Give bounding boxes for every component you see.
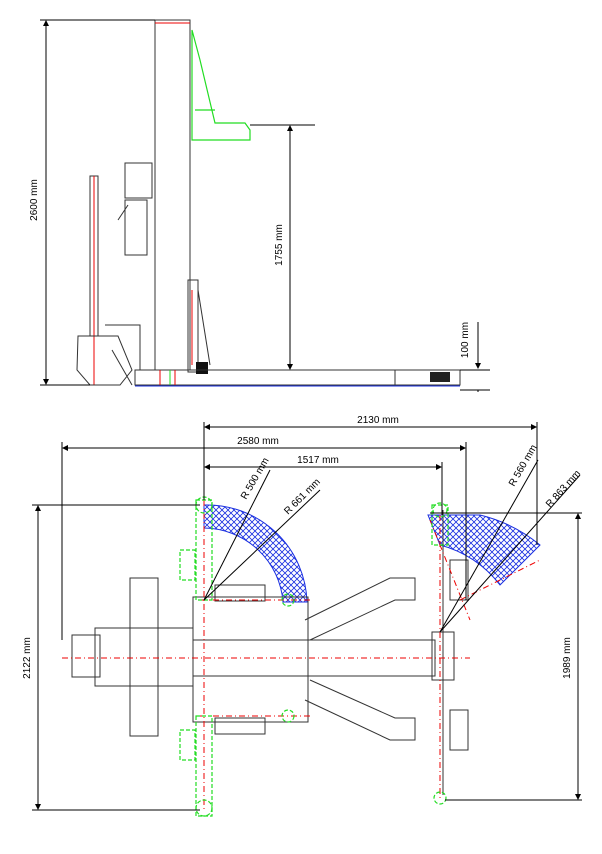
dimension-2130: 2130 mm: [204, 415, 537, 430]
lift-body: [71, 510, 469, 795]
radius-label-left-inner: R 500 mm: [239, 456, 272, 501]
radius-label-right-outer: R 863 mm: [544, 468, 583, 510]
dimension-100: 100 mm: [460, 322, 490, 392]
dimension-label: 1755 mm: [274, 224, 285, 266]
centerlines: [62, 500, 541, 810]
side-view: 2600 mm 1755 mm 100 mm: [29, 19, 490, 392]
ghost-arms: [179, 496, 449, 817]
dimension-label: 1989 mm: [562, 637, 573, 679]
dimension-label: 1517 mm: [297, 455, 339, 466]
radius-label-left-outer: R 661 mm: [282, 477, 322, 517]
drawbar: [76, 175, 141, 386]
motor-unit: [117, 162, 153, 256]
dimension-label: 100 mm: [460, 322, 471, 358]
rear-support: [187, 279, 211, 374]
top-view: R 500 mm R 661 mm R 560 mm R 863 mm 2130…: [22, 415, 583, 817]
dimension-label: 2580 mm: [237, 436, 279, 447]
dimension-1989: 1989 mm: [430, 512, 582, 801]
dimension-label: 2122 mm: [22, 637, 33, 679]
fork-bracket: [191, 29, 251, 141]
dimension-2580: 2580 mm: [62, 436, 466, 451]
dimension-2600: 2600 mm: [29, 19, 155, 386]
lift-column: [154, 19, 191, 371]
base-beam: [134, 369, 461, 387]
dimension-1755: 1755 mm: [250, 124, 315, 370]
swing-area-right: [427, 514, 541, 586]
swing-area-left: [203, 504, 308, 603]
dimension-2122: 2122 mm: [22, 504, 200, 811]
dimension-label: 2130 mm: [357, 415, 399, 426]
dimension-1517: 1517 mm: [204, 455, 442, 470]
dimension-label: 2600 mm: [29, 179, 40, 221]
